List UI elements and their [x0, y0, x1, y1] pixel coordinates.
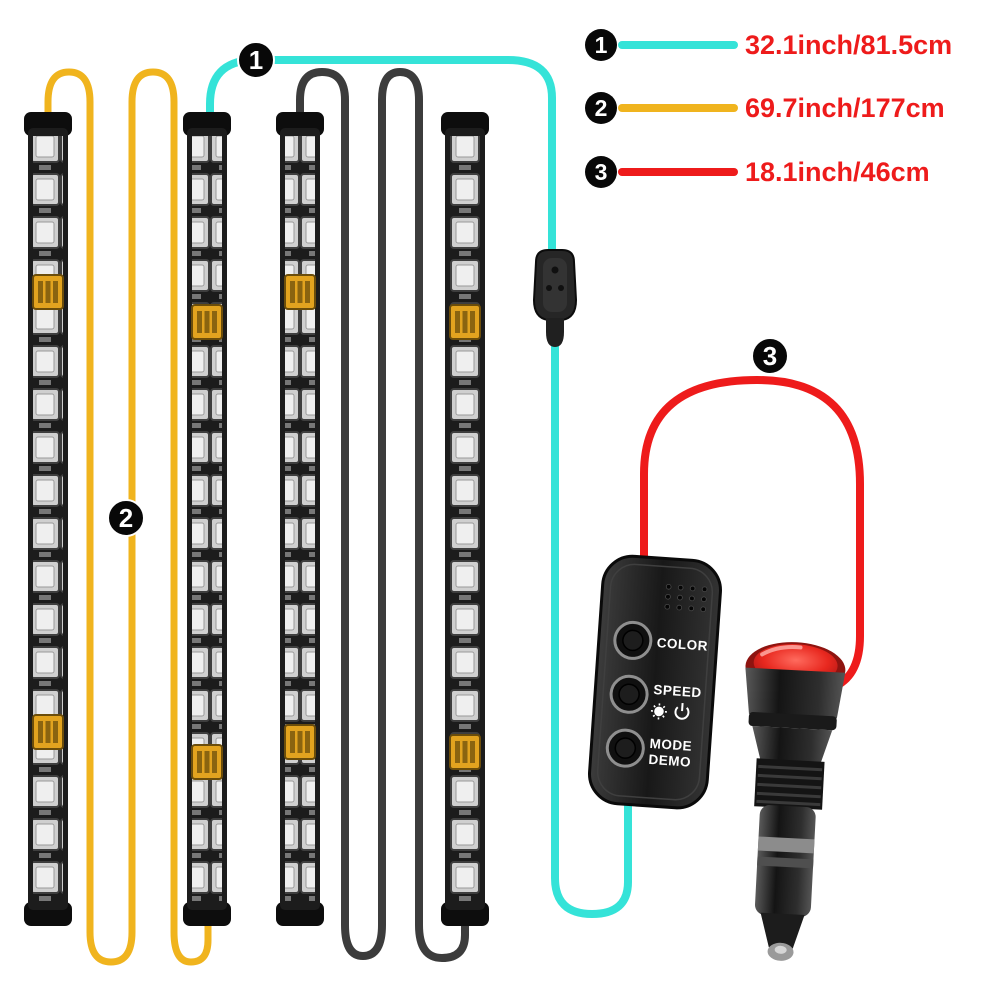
- controller: COLOR SPEED MODE DEMO: [588, 554, 722, 810]
- led-strip-4: [441, 112, 489, 926]
- legend-label-1: 32.1inch/81.5cm: [745, 30, 952, 60]
- legend-badge: [585, 156, 617, 188]
- plug-tip-contact: [774, 945, 787, 954]
- controller-bezel: [596, 563, 714, 801]
- cyan-cable-lower: [551, 341, 632, 919]
- power-icon: [674, 702, 690, 720]
- badge-number: 2: [119, 503, 133, 533]
- strip-led-column: [285, 136, 315, 902]
- connector-hole: [546, 285, 552, 291]
- orange-led-module: [284, 274, 316, 310]
- legend-item-3: 3 18.1inch/46cm: [585, 156, 930, 188]
- gray-cable: [296, 67, 469, 963]
- strip-led-column: [192, 136, 222, 902]
- speed-button: [609, 674, 649, 714]
- led-strip-2: [183, 112, 231, 926]
- speed-button-label: SPEED: [653, 682, 702, 700]
- callout-badge-3: 3: [751, 337, 789, 375]
- badge-circle: [237, 41, 275, 79]
- legend-badge-number: 3: [595, 159, 608, 185]
- connector-face: [543, 258, 567, 312]
- plug-band: [757, 856, 814, 869]
- connector-hole: [551, 266, 559, 274]
- legend-badge: [585, 29, 617, 61]
- red-cable: [640, 375, 864, 690]
- badge-circle: [107, 499, 145, 537]
- legend: 1 32.1inch/81.5cm 2 69.7inch/177cm 3 18.…: [585, 29, 952, 188]
- plug-lower-taper: [760, 912, 805, 949]
- orange-led-module: [191, 304, 223, 340]
- legend-label-2: 69.7inch/177cm: [745, 93, 945, 123]
- connector-neck: [546, 318, 564, 347]
- badge-number: 1: [249, 45, 263, 75]
- strip-led-column: [33, 136, 63, 902]
- cigarette-plug: [745, 642, 846, 961]
- orange-led-module: [284, 724, 316, 760]
- callout-badge-2: 2: [107, 499, 145, 537]
- plug-highlight: [760, 645, 803, 657]
- color-button: [613, 620, 653, 660]
- orange-led-module: [32, 714, 64, 750]
- led-strip-1: [24, 112, 72, 926]
- cyan-cable-upper: [206, 56, 556, 260]
- mode-demo-button: [605, 728, 645, 768]
- speaker-grille-icon: [664, 583, 708, 613]
- callout-badge-1: 1: [237, 41, 275, 79]
- legend-badge-number: 1: [595, 32, 608, 58]
- orange-led-module: [32, 274, 64, 310]
- plug-taper: [752, 726, 833, 764]
- plug-grip-ribs: [756, 764, 823, 807]
- legend-item-2: 2 69.7inch/177cm: [585, 92, 945, 124]
- color-button-label: COLOR: [656, 635, 708, 654]
- connector-hole: [558, 285, 564, 291]
- legend-label-3: 18.1inch/46cm: [745, 157, 930, 187]
- plug-collar: [748, 712, 837, 731]
- usb-connector: [532, 249, 578, 347]
- legend-badge-number: 2: [595, 95, 608, 121]
- badge-circle: [751, 337, 789, 375]
- badge-number: 3: [763, 341, 777, 371]
- orange-led-module: [449, 734, 481, 770]
- mode-button-label: MODE: [649, 736, 692, 754]
- led-strip-3: [276, 112, 324, 926]
- legend-item-1: 1 32.1inch/81.5cm: [585, 29, 952, 61]
- demo-button-label: DEMO: [648, 752, 691, 770]
- sun-icon: [650, 703, 667, 720]
- legend-badge: [585, 92, 617, 124]
- orange-led-module: [191, 744, 223, 780]
- plug-head: [745, 667, 846, 719]
- orange-led-module: [449, 304, 481, 340]
- strip-led-column: [450, 136, 480, 902]
- plug-metal-band: [757, 836, 815, 854]
